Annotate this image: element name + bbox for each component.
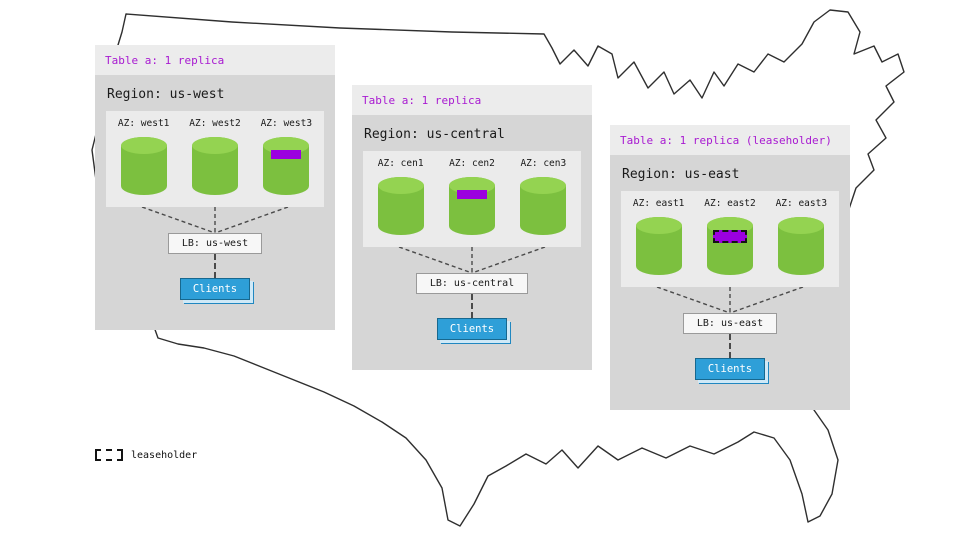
az-container: AZ: east1 AZ: east2 AZ: east3 xyxy=(621,191,839,287)
clients-box: Clients xyxy=(179,278,251,300)
az-label: AZ: west3 xyxy=(260,118,313,129)
lb-to-clients-connector xyxy=(729,334,731,358)
region-body: Region: us-east AZ: east1 AZ: east2 AZ: … xyxy=(610,155,850,410)
db-to-lb-connector-lines xyxy=(398,247,546,273)
database-icon xyxy=(635,217,682,275)
load-balancer-box: LB: us-east xyxy=(682,313,778,334)
database-icon xyxy=(778,217,825,275)
az-label: AZ: cen1 xyxy=(377,158,424,169)
az-label: AZ: west2 xyxy=(189,118,241,129)
db-to-lb-connector-lines xyxy=(656,287,804,313)
table-replica-label: Table a: 1 replica (leaseholder) xyxy=(610,125,850,155)
legend: leaseholder xyxy=(95,449,197,461)
az-column: AZ: west2 xyxy=(179,118,250,195)
az-label: AZ: east1 xyxy=(632,198,685,209)
az-column: AZ: east3 xyxy=(766,198,837,275)
az-label: AZ: west1 xyxy=(117,118,170,129)
region-panel-us-west: Table a: 1 replica Region: us-west AZ: w… xyxy=(95,45,335,330)
region-title: Region: us-west xyxy=(107,87,225,102)
replica-range-bar xyxy=(271,150,302,159)
az-container: AZ: west1 AZ: west2 AZ: west3 xyxy=(106,111,324,207)
database-icon xyxy=(377,177,424,235)
database-icon xyxy=(263,137,310,195)
database-icon xyxy=(520,177,567,235)
az-column: AZ: west3 xyxy=(251,118,322,195)
database-icon xyxy=(120,137,167,195)
region-body: Region: us-west AZ: west1 AZ: west2 AZ: … xyxy=(95,75,335,330)
lb-to-clients-connector xyxy=(214,254,216,278)
database-icon xyxy=(706,217,753,275)
legend-label: leaseholder xyxy=(131,449,198,461)
leaseholder-swatch-icon xyxy=(95,449,123,461)
region-title: Region: us-east xyxy=(622,167,740,182)
az-column: AZ: cen1 xyxy=(365,158,436,235)
az-column: AZ: cen2 xyxy=(436,158,507,235)
clients-box: Clients xyxy=(694,358,766,380)
region-panel-us-central: Table a: 1 replica Region: us-central AZ… xyxy=(352,85,592,370)
az-column: AZ: east2 xyxy=(694,198,765,275)
az-column: AZ: west1 xyxy=(108,118,179,195)
load-balancer-box: LB: us-west xyxy=(167,233,263,254)
region-title: Region: us-central xyxy=(364,127,505,142)
lb-to-clients-connector xyxy=(471,294,473,318)
replica-range-bar xyxy=(456,190,487,199)
database-icon xyxy=(448,177,495,235)
clients-box: Clients xyxy=(436,318,508,340)
table-replica-label: Table a: 1 replica xyxy=(352,85,592,115)
az-container: AZ: cen1 AZ: cen2 AZ: cen3 xyxy=(363,151,581,247)
table-replica-label: Table a: 1 replica xyxy=(95,45,335,75)
az-label: AZ: cen2 xyxy=(449,158,495,169)
az-column: AZ: cen3 xyxy=(508,158,579,235)
az-column: AZ: east1 xyxy=(623,198,694,275)
region-body: Region: us-central AZ: cen1 AZ: cen2 AZ:… xyxy=(352,115,592,370)
az-label: AZ: cen3 xyxy=(520,158,567,169)
load-balancer-box: LB: us-central xyxy=(415,273,529,294)
az-label: AZ: east3 xyxy=(775,198,828,209)
az-label: AZ: east2 xyxy=(704,198,756,209)
db-to-lb-connector-lines xyxy=(141,207,289,233)
region-panel-us-east: Table a: 1 replica (leaseholder) Region:… xyxy=(610,125,850,410)
replica-range-bar xyxy=(712,230,747,243)
database-icon xyxy=(191,137,238,195)
